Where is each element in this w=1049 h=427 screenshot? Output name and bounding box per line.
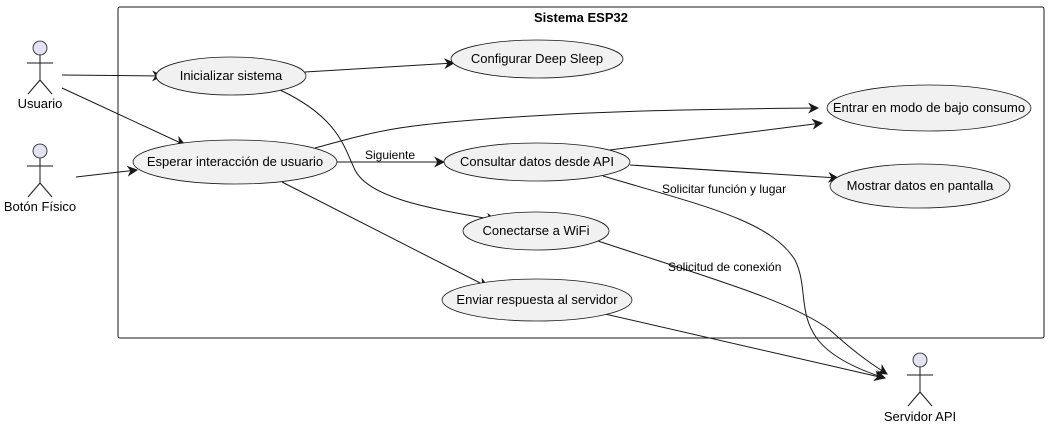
usecase-deep-sleep: Configurar Deep Sleep bbox=[450, 39, 624, 79]
actor-boton-label: Botón Físico bbox=[4, 199, 76, 214]
edge-consultar-mostrar bbox=[629, 164, 840, 183]
edge-esperar-bajoconsumo bbox=[314, 102, 820, 149]
system-title: Sistema ESP32 bbox=[534, 10, 628, 25]
edge-label-solicitar: Solicitar función y lugar bbox=[662, 182, 786, 196]
edge-esperar-enviar bbox=[281, 181, 489, 288]
svg-text:Mostrar datos en pantalla: Mostrar datos en pantalla bbox=[847, 178, 994, 193]
edge-labels: Siguiente Solicitar función y lugar Soli… bbox=[365, 148, 786, 274]
actor-boton: Botón Físico bbox=[4, 143, 76, 214]
edge-boton-esperar bbox=[75, 165, 139, 178]
usecase-inicializar: Inicializar sistema bbox=[155, 56, 307, 96]
actor-usuario: Usuario bbox=[18, 40, 63, 111]
edge-inicializar-deepsleep bbox=[304, 58, 456, 73]
svg-text:Conectarse a WiFi: Conectarse a WiFi bbox=[483, 223, 590, 238]
edge-usuario-inicializar bbox=[61, 70, 164, 82]
usecase-wifi: Conectarse a WiFi bbox=[462, 211, 610, 251]
edge-enviar-servidor bbox=[604, 313, 886, 382]
usecase-bajo-consumo: Entrar en modo de bajo consumo bbox=[826, 84, 1032, 132]
edge-wifi-servidor bbox=[594, 239, 888, 375]
edge-consultar-servidor bbox=[602, 175, 887, 381]
actor-servidor-label: Servidor API bbox=[884, 409, 956, 424]
edge-label-conexion: Solicitud de conexión bbox=[668, 260, 781, 274]
usecase-consultar: Consultar datos desde API bbox=[443, 142, 631, 182]
svg-text:Inicializar sistema: Inicializar sistema bbox=[180, 68, 283, 83]
actor-servidor: Servidor API bbox=[884, 352, 956, 424]
svg-text:Enviar respuesta al servidor: Enviar respuesta al servidor bbox=[456, 292, 618, 307]
edge-inicializar-wifi bbox=[279, 89, 498, 224]
edge-consultar-bajoconsumo bbox=[601, 118, 824, 152]
svg-text:Esperar interacción de usuario: Esperar interacción de usuario bbox=[147, 154, 323, 169]
edge-usuario-esperar bbox=[61, 87, 186, 146]
usecase-enviar: Enviar respuesta al servidor bbox=[441, 278, 633, 322]
usecase-esperar: Esperar interacción de usuario bbox=[132, 139, 338, 185]
usecase-mostrar: Mostrar datos en pantalla bbox=[829, 163, 1011, 209]
svg-text:Entrar en modo de bajo consumo: Entrar en modo de bajo consumo bbox=[833, 100, 1025, 115]
svg-text:Consultar datos desde API: Consultar datos desde API bbox=[460, 154, 614, 169]
edge-label-siguiente: Siguiente bbox=[365, 148, 415, 162]
svg-text:Configurar Deep Sleep: Configurar Deep Sleep bbox=[471, 51, 603, 66]
edges bbox=[61, 58, 888, 382]
actor-usuario-label: Usuario bbox=[18, 96, 63, 111]
